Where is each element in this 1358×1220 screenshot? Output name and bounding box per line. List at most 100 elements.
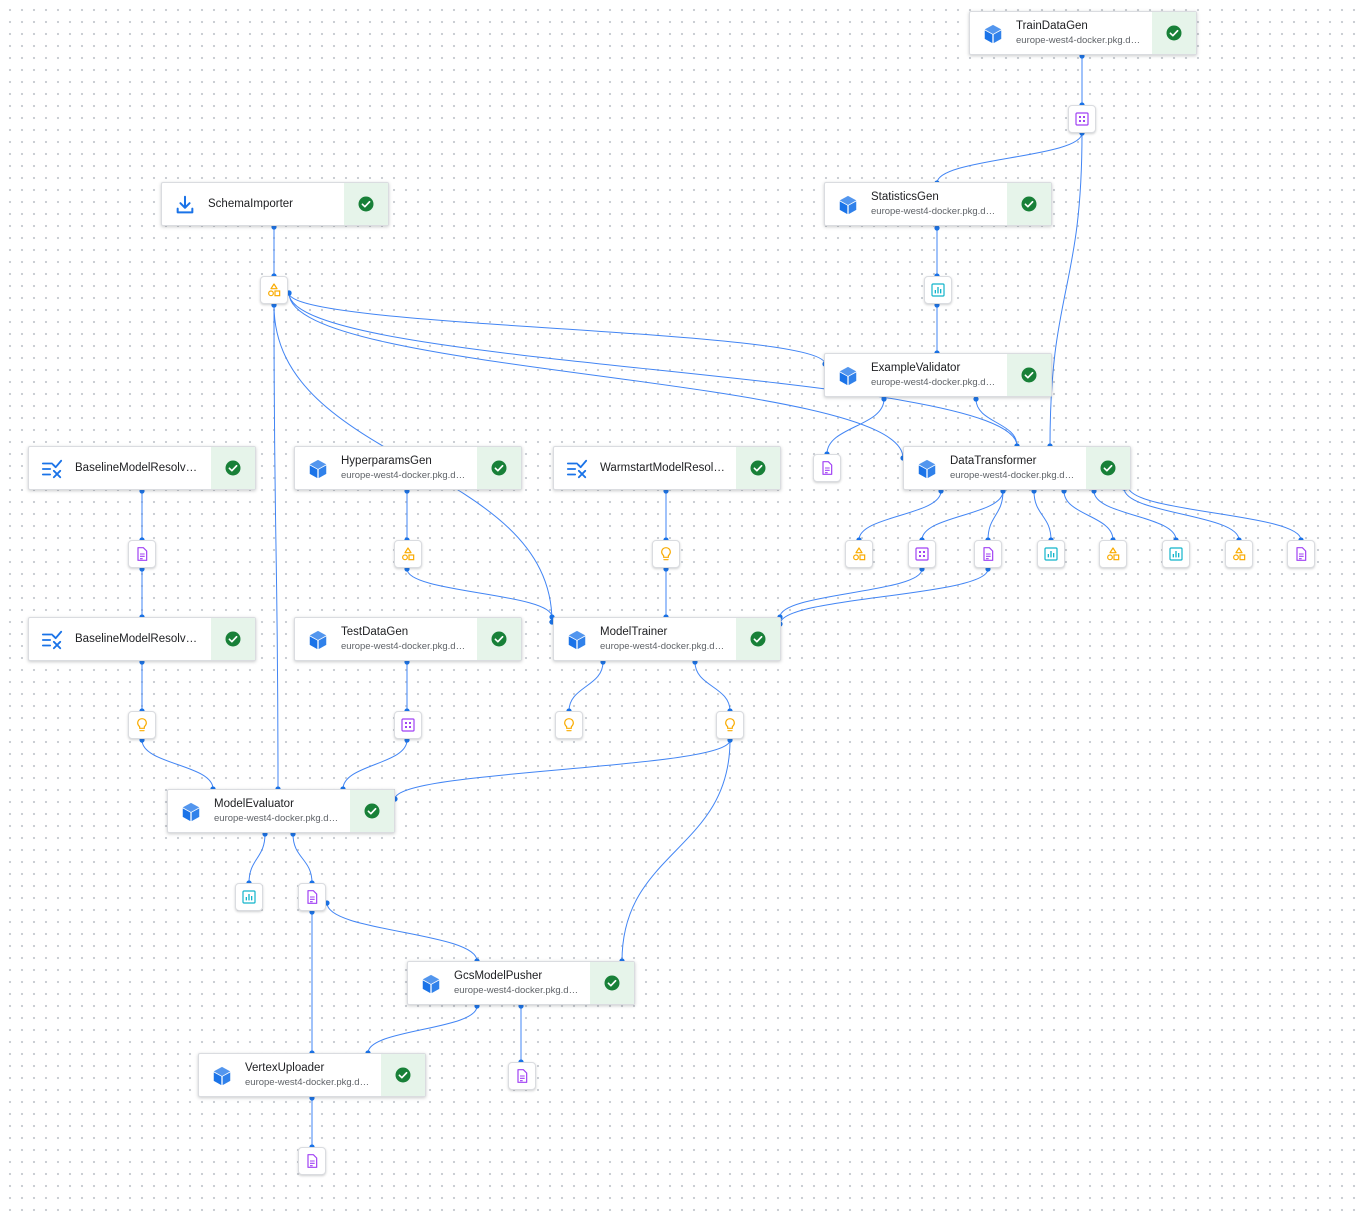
node-baselinemodelresolver-1[interactable]: BaselineModelResolver-... bbox=[28, 446, 256, 490]
node-image: europe-west4-docker.pkg.dev... bbox=[214, 813, 340, 824]
node-hyperparamsgen[interactable]: HyperparamsGen europe-west4-docker.pkg.d… bbox=[294, 446, 522, 490]
cube-icon bbox=[307, 629, 329, 651]
node-name: HyperparamsGen bbox=[341, 455, 432, 467]
edge-20 bbox=[921, 490, 1004, 541]
success-check-icon bbox=[590, 962, 634, 1004]
edge-41 bbox=[367, 1005, 478, 1054]
edge-11 bbox=[273, 304, 279, 790]
success-check-icon bbox=[736, 447, 780, 489]
node-image: europe-west4-docker.pkg.dev... bbox=[341, 470, 467, 481]
cube-icon bbox=[211, 1065, 233, 1087]
node-schemaimporter[interactable]: SchemaImporter bbox=[161, 182, 389, 226]
node-image: europe-west4-docker.pkg.dev... bbox=[950, 470, 1076, 481]
artifact-pushed-model[interactable] bbox=[508, 1062, 536, 1090]
edge-24 bbox=[1093, 490, 1177, 541]
edge-37 bbox=[248, 833, 266, 884]
node-name: TrainDataGen bbox=[1016, 20, 1088, 32]
success-check-icon bbox=[736, 618, 780, 660]
cube-icon bbox=[837, 194, 859, 216]
artifact-transform-3[interactable] bbox=[974, 540, 1002, 568]
success-check-icon bbox=[1007, 354, 1051, 396]
artifact-icon bbox=[304, 1153, 320, 1169]
node-name: WarmstartModelResolver bbox=[600, 462, 726, 474]
artifact-test-examples[interactable] bbox=[394, 711, 422, 739]
node-name: StatisticsGen bbox=[871, 191, 939, 203]
node-name: ModelTrainer bbox=[600, 626, 668, 638]
artifact-transform-5[interactable] bbox=[1099, 540, 1127, 568]
success-check-icon bbox=[211, 618, 255, 660]
edge-34 bbox=[342, 739, 408, 790]
artifact-icon bbox=[1293, 546, 1309, 562]
node-name: BaselineModelResolver-... bbox=[75, 462, 201, 474]
edge-1 bbox=[936, 132, 1083, 184]
model-icon bbox=[722, 717, 738, 733]
success-check-icon bbox=[1007, 183, 1051, 225]
node-traindatagen[interactable]: TrainDataGen europe-west4-docker.pkg.dev… bbox=[969, 11, 1197, 55]
schema-icon bbox=[851, 546, 867, 562]
artifact-trained-model-2[interactable] bbox=[716, 711, 744, 739]
artifact-transform-8[interactable] bbox=[1287, 540, 1315, 568]
artifact-schema[interactable] bbox=[260, 276, 288, 304]
node-gcsmodelpusher[interactable]: GcsModelPusher europe-west4-docker.pkg.d… bbox=[407, 961, 635, 1005]
node-vertexuploader[interactable]: VertexUploader europe-west4-docker.pkg.d… bbox=[198, 1053, 426, 1097]
statistics-icon bbox=[241, 889, 257, 905]
node-warmstartmodelresolver[interactable]: WarmstartModelResolver bbox=[553, 446, 781, 490]
artifact-hyperparams[interactable] bbox=[394, 540, 422, 568]
cube-icon bbox=[566, 629, 588, 651]
artifact-anomalies[interactable] bbox=[813, 454, 841, 482]
node-baselinemodelresolver-2[interactable]: BaselineModelResolver-... bbox=[28, 617, 256, 661]
resolver-icon bbox=[41, 458, 63, 480]
artifact-examples[interactable] bbox=[1068, 105, 1096, 133]
artifact-warmstart-model[interactable] bbox=[652, 540, 680, 568]
node-examplevalidator[interactable]: ExampleValidator europe-west4-docker.pkg… bbox=[824, 353, 1052, 397]
artifact-evaluation[interactable] bbox=[235, 883, 263, 911]
artifact-statistics[interactable] bbox=[924, 276, 952, 304]
artifact-baseline-1[interactable] bbox=[128, 540, 156, 568]
artifact-icon bbox=[304, 889, 320, 905]
output-port bbox=[934, 225, 940, 231]
node-image: europe-west4-docker.pkg.dev... bbox=[871, 206, 997, 217]
edge-7 bbox=[288, 292, 904, 459]
examples-icon bbox=[1074, 111, 1090, 127]
artifact-baseline-model[interactable] bbox=[128, 711, 156, 739]
download-icon bbox=[174, 194, 196, 216]
artifact-transform-7[interactable] bbox=[1225, 540, 1253, 568]
artifact-transform-4[interactable] bbox=[1037, 540, 1065, 568]
schema-icon bbox=[1105, 546, 1121, 562]
success-check-icon bbox=[477, 447, 521, 489]
resolver-icon bbox=[41, 629, 63, 651]
node-statisticsgen[interactable]: StatisticsGen europe-west4-docker.pkg.de… bbox=[824, 182, 1052, 226]
edge-9 bbox=[826, 398, 885, 455]
edge-32 bbox=[694, 661, 731, 712]
edge-35 bbox=[394, 739, 731, 800]
node-image: europe-west4-docker.pkg.dev... bbox=[1016, 35, 1142, 46]
success-check-icon bbox=[477, 618, 521, 660]
node-name: ExampleValidator bbox=[871, 362, 961, 374]
edge-6 bbox=[288, 292, 826, 365]
node-image: europe-west4-docker.pkg.dev... bbox=[454, 985, 580, 996]
artifact-transform-2[interactable] bbox=[908, 540, 936, 568]
node-name: BaselineModelResolver-... bbox=[75, 633, 201, 645]
node-name: VertexUploader bbox=[245, 1062, 325, 1074]
artifact-transform-6[interactable] bbox=[1162, 540, 1190, 568]
artifact-transform-1[interactable] bbox=[845, 540, 873, 568]
node-modeltrainer[interactable]: ModelTrainer europe-west4-docker.pkg.dev… bbox=[553, 617, 781, 661]
node-datatransformer[interactable]: DataTransformer europe-west4-docker.pkg.… bbox=[903, 446, 1131, 490]
cube-icon bbox=[180, 801, 202, 823]
artifact-trained-model-1[interactable] bbox=[555, 711, 583, 739]
schema-icon bbox=[1231, 546, 1247, 562]
examples-icon bbox=[400, 717, 416, 733]
cube-icon bbox=[982, 23, 1004, 45]
examples-icon bbox=[914, 546, 930, 562]
artifact-icon bbox=[514, 1068, 530, 1084]
node-modelevaluator[interactable]: ModelEvaluator europe-west4-docker.pkg.d… bbox=[167, 789, 395, 833]
statistics-icon bbox=[1168, 546, 1184, 562]
cube-icon bbox=[916, 458, 938, 480]
success-check-icon bbox=[1152, 12, 1196, 54]
model-icon bbox=[658, 546, 674, 562]
node-testdatagen[interactable]: TestDataGen europe-west4-docker.pkg.dev.… bbox=[294, 617, 522, 661]
artifact-icon bbox=[819, 460, 835, 476]
resolver-icon bbox=[566, 458, 588, 480]
artifact-uploaded-model[interactable] bbox=[298, 1147, 326, 1175]
artifact-blessing[interactable] bbox=[298, 883, 326, 911]
